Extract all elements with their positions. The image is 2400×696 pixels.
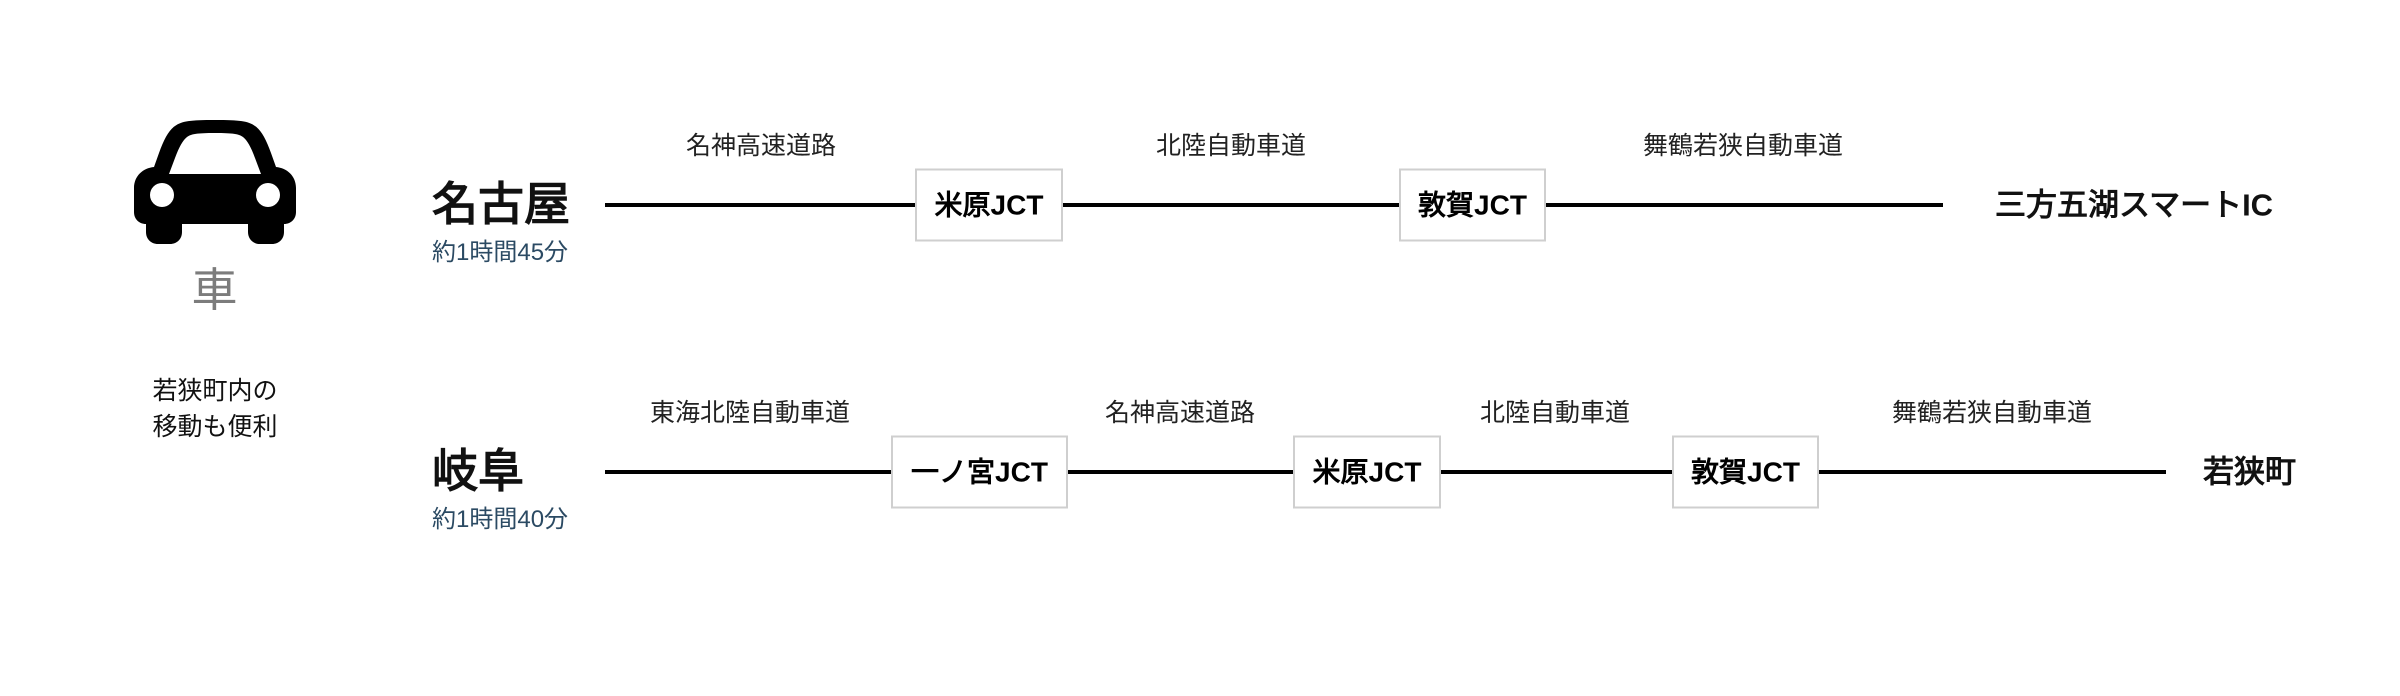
route-2-segment-4 [1816,470,2166,474]
route-2-destination-label: 若狭町 [2203,454,2296,490]
route-2-duration: 約1時間40分 [432,506,569,533]
transport-mode-note-line-1: 若狭町内の [152,377,278,405]
route-1-destination-label: 三方五湖スマートIC [1995,187,2274,223]
transport-mode-column: 車 若狭町内の 移動も便利 [70,120,360,446]
car-front-icon [134,120,296,244]
route-2-highway-4: 舞鶴若狭自動車道 [1891,399,2093,427]
route-2-node-maibara-jct[interactable]: 米原JCT [1293,435,1441,509]
route-2-highway-3: 北陸自動車道 [1479,399,1631,427]
route-2-node-tsuruga-jct-label: 敦賀JCT [1691,456,1800,487]
transport-mode-label: 車 [191,264,239,316]
route-1-node-tsuruga-jct-label: 敦賀JCT [1418,189,1527,220]
route-1-segment-1 [605,203,917,207]
transport-mode-note: 若狭町内の 移動も便利 [70,373,360,446]
route-1-origin-label: 名古屋 [432,178,570,231]
transport-mode-note-line-2: 移動も便利 [152,413,278,442]
route-2-origin-label: 岐阜 [432,445,524,498]
route-1-segment-2 [1060,203,1401,207]
route-1-duration: 約1時間45分 [432,239,569,266]
route-1-segment-3 [1543,203,1943,207]
route-1-node-maibara-jct[interactable]: 米原JCT [915,168,1063,242]
route-2-highway-1: 東海北陸自動車道 [649,399,851,427]
route-1-node-maibara-jct-label: 米原JCT [934,189,1044,220]
route-1-highway-2: 北陸自動車道 [1155,132,1307,160]
route-2-highway-2: 名神高速道路 [1104,399,1256,427]
route-2-segment-1 [605,470,893,474]
route-1-highway-3: 舞鶴若狭自動車道 [1642,132,1844,160]
route-1-highway-1: 名神高速道路 [685,132,837,160]
route-2-node-ichinomiya-jct-label: 一ノ宮JCT [911,456,1048,487]
route-2-segment-2 [1065,470,1295,474]
route-2-node-tsuruga-jct[interactable]: 敦賀JCT [1672,435,1819,509]
route-2-node-maibara-jct-label: 米原JCT [1312,456,1422,487]
route-2-node-ichinomiya-jct[interactable]: 一ノ宮JCT [891,435,1068,509]
route-2-segment-3 [1438,470,1674,474]
route-1-node-tsuruga-jct[interactable]: 敦賀JCT [1399,168,1546,242]
